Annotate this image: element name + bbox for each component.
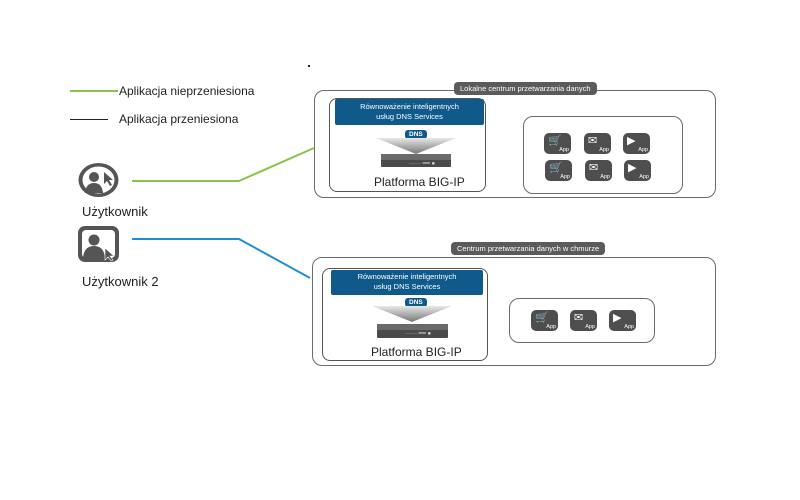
legend-line-migrated bbox=[70, 119, 108, 120]
cart-icon: 🛒 bbox=[548, 135, 562, 147]
user-cursor-screen-icon bbox=[78, 226, 119, 262]
cart-icon: 🛒 bbox=[535, 312, 549, 324]
user1-icon[interactable] bbox=[77, 162, 120, 198]
stray-dot bbox=[308, 65, 310, 67]
mail-icon: ✉ bbox=[574, 312, 584, 324]
app-label: App bbox=[600, 174, 610, 180]
app-label: App bbox=[559, 147, 569, 153]
local-bigip-server-icon: ······ ━━ ● bbox=[381, 154, 451, 167]
local-dns-banner: Równoważenie inteligentnych usług DNS Se… bbox=[335, 99, 484, 125]
local-datacenter-title: Lokalne centrum przetwarzania danych bbox=[454, 82, 597, 95]
connection-user2 bbox=[132, 238, 311, 279]
cloud-platform-label: Platforma BIG-IP bbox=[371, 345, 462, 359]
app-label: App bbox=[546, 324, 556, 330]
play-icon: ▶ bbox=[628, 162, 637, 174]
cloud-app-tile[interactable]: ▶App bbox=[609, 310, 636, 331]
local-app-tile[interactable]: 🛒App bbox=[545, 160, 572, 181]
cloud-app-tile[interactable]: 🛒App bbox=[531, 310, 558, 331]
user1-label: Użytkownik bbox=[82, 204, 148, 219]
local-app-tile[interactable]: ✉App bbox=[584, 133, 611, 154]
cloud-dns-tag: DNS bbox=[405, 298, 427, 307]
local-platform-label: Platforma BIG-IP bbox=[374, 175, 465, 189]
cart-icon: 🛒 bbox=[549, 162, 563, 174]
app-label: App bbox=[599, 147, 609, 153]
cloud-dns-banner-line2: usług DNS Services bbox=[373, 282, 441, 291]
local-funnel-icon bbox=[376, 138, 456, 154]
mail-icon: ✉ bbox=[588, 135, 598, 147]
play-icon: ▶ bbox=[613, 312, 622, 324]
app-label: App bbox=[624, 324, 634, 330]
local-app-tile[interactable]: 🛒App bbox=[544, 133, 571, 154]
user-cursor-circle-icon bbox=[78, 163, 119, 197]
app-label: App bbox=[560, 174, 570, 180]
local-app-tile[interactable]: ▶App bbox=[623, 133, 650, 154]
user2-label: Użytkownik 2 bbox=[82, 274, 159, 289]
legend-label-migrated: Aplikacja przeniesiona bbox=[119, 112, 239, 126]
cloud-dns-banner-line1: Równoważenie inteligentnych bbox=[357, 272, 457, 281]
cloud-dns-banner: Równoważenie inteligentnych usług DNS Se… bbox=[331, 270, 483, 295]
mail-icon: ✉ bbox=[589, 162, 599, 174]
legend-label-non-migrated: Aplikacja nieprzeniesiona bbox=[119, 84, 255, 98]
legend-line-non-migrated bbox=[70, 90, 118, 92]
local-app-tile[interactable]: ▶App bbox=[624, 160, 651, 181]
connection-user1 bbox=[132, 147, 315, 182]
local-dns-banner-line2: usług DNS Services bbox=[376, 112, 443, 121]
play-icon: ▶ bbox=[627, 135, 636, 147]
cloud-datacenter-title: Centrum przetwarzania danych w chmurze bbox=[451, 242, 606, 255]
app-label: App bbox=[638, 147, 648, 153]
local-app-tile[interactable]: ✉App bbox=[585, 160, 612, 181]
app-label: App bbox=[585, 324, 595, 330]
app-label: App bbox=[639, 174, 649, 180]
local-apps-panel bbox=[523, 116, 683, 194]
local-dns-banner-line1: Równoważenie inteligentnych bbox=[360, 102, 459, 111]
cloud-bigip-server-icon: ······ ━━ ● bbox=[377, 324, 448, 338]
cloud-app-tile[interactable]: ✉App bbox=[570, 310, 597, 331]
cloud-funnel-icon bbox=[372, 306, 452, 322]
local-dns-tag: DNS bbox=[405, 130, 427, 139]
user2-icon[interactable] bbox=[77, 225, 120, 263]
